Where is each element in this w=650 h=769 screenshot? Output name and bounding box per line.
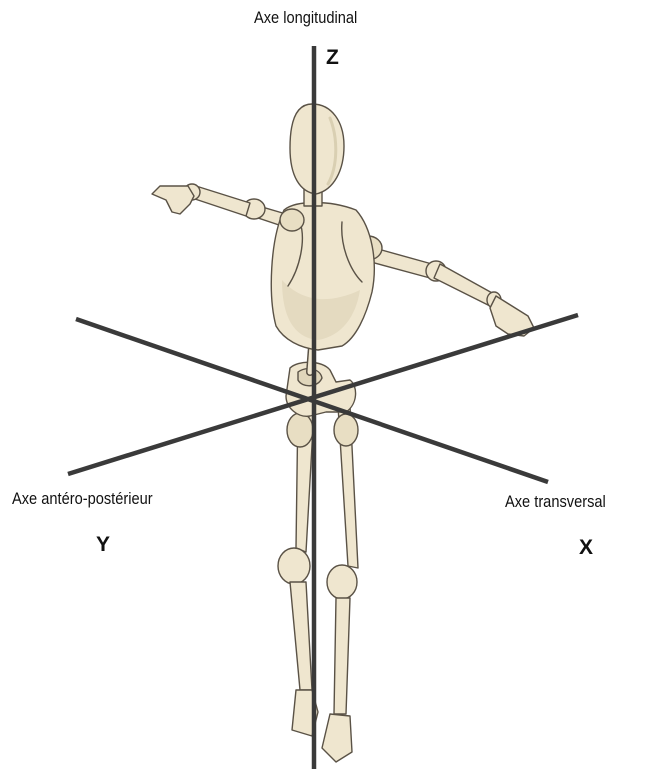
y-axis-letter: Y	[96, 533, 110, 557]
legs	[278, 402, 358, 762]
z-axis-letter: Z	[326, 46, 339, 70]
right-arm	[152, 184, 286, 226]
transversal-axis-label: Axe transversal	[505, 492, 606, 512]
left-arm	[354, 236, 534, 336]
longitudinal-axis-label: Axe longitudinal	[254, 8, 357, 28]
antero-posterior-axis-label: Axe antéro-postérieur	[12, 489, 153, 509]
x-axis-letter: X	[579, 536, 593, 560]
